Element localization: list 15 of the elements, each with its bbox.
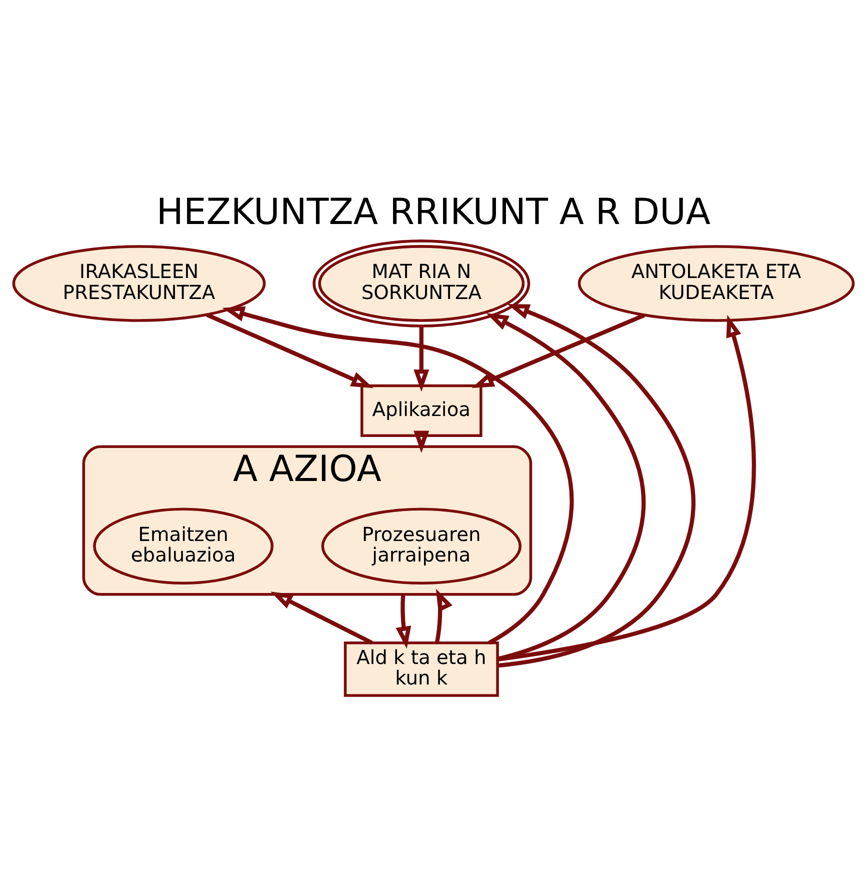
arrow [497,304,696,668]
arrow [472,313,645,388]
node-ellipse: Prozesuaren jarraipena [321,508,522,585]
arrow [434,588,452,643]
arrow [222,306,574,645]
node-box: Ald k ta eta h kun k [344,641,499,697]
arrow [206,312,374,388]
arrow [414,326,430,392]
node-ellipse: Emaitzen ebaluazioa [93,508,274,585]
arrow [396,594,412,649]
diagram-title: HEZKUNTZA RRIKUNT A R DUA [156,192,711,233]
node-ellipse: ANTOLAKETA ETA KUDEAKETA [578,245,855,322]
arrow [497,314,756,662]
arrow [270,592,373,645]
arrow [414,430,430,453]
